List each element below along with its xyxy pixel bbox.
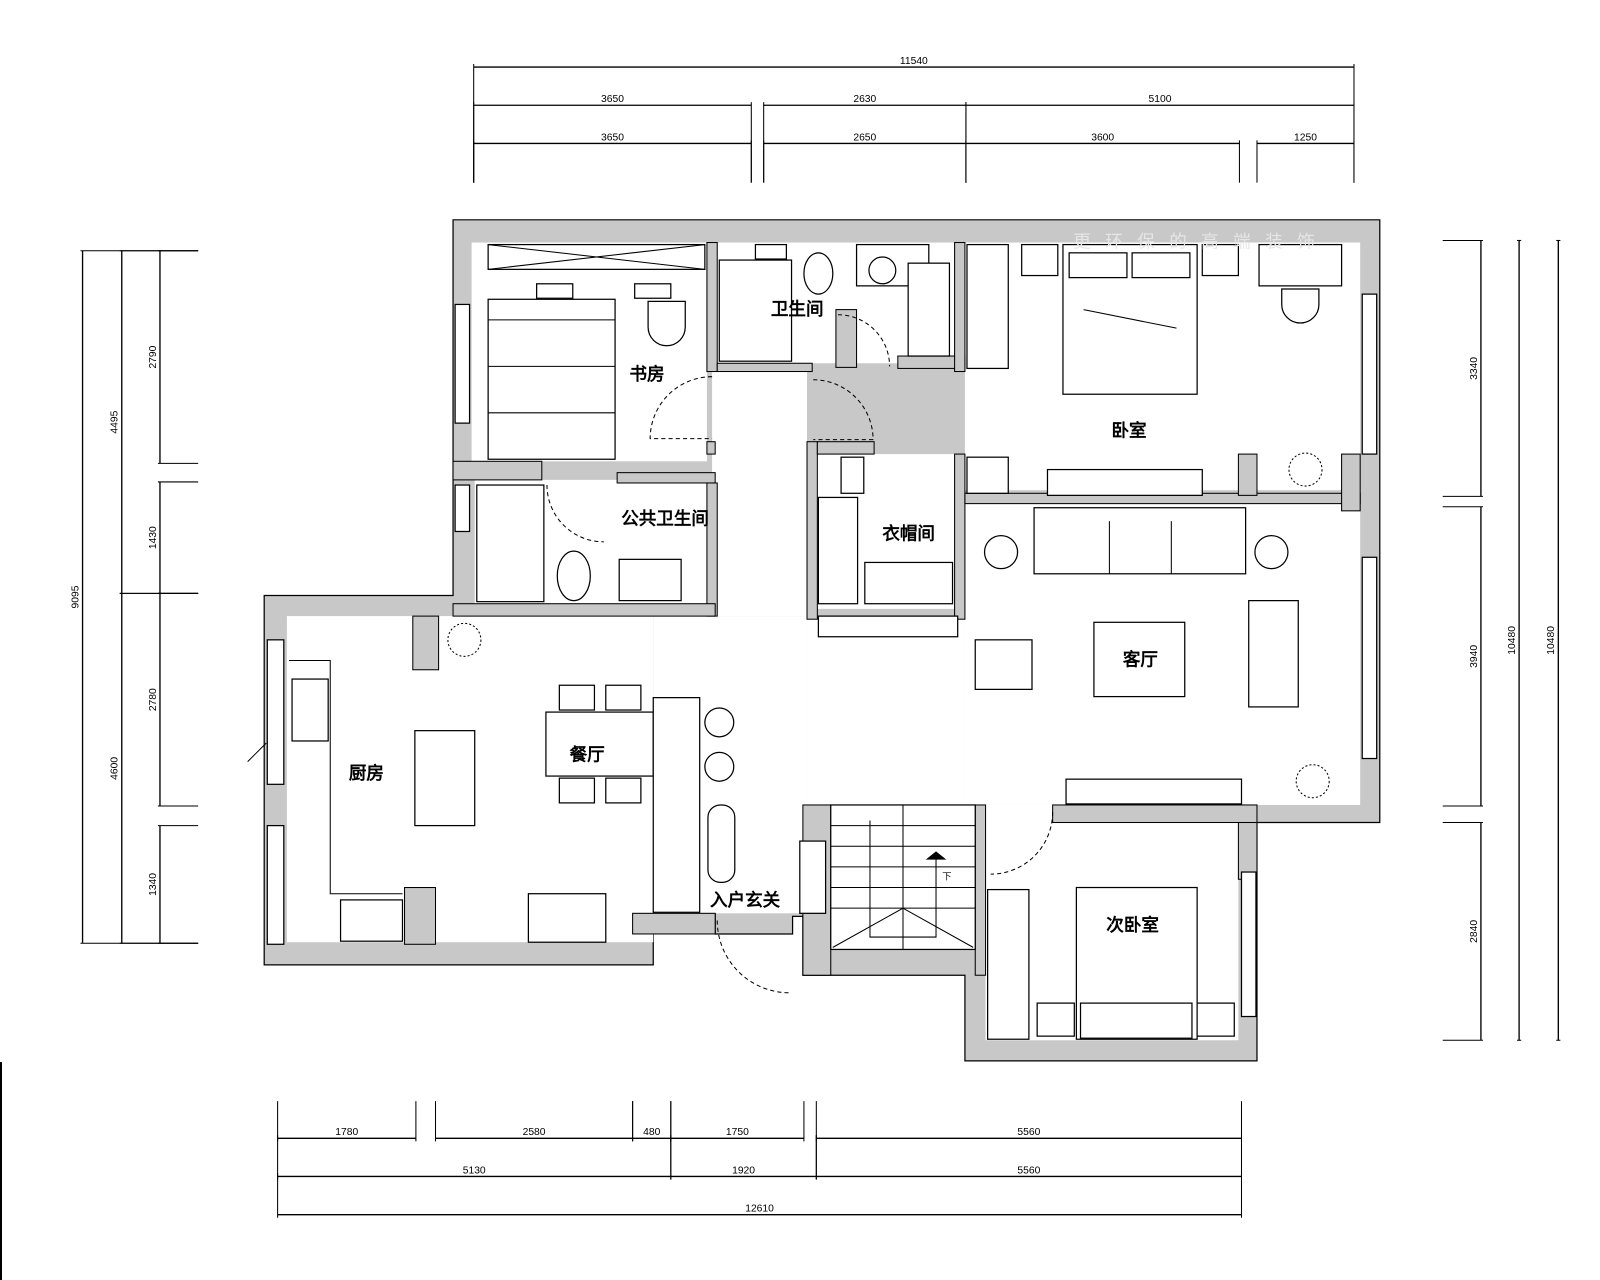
room-label-entrance: 入户玄关 — [710, 890, 781, 911]
dimension-value: 1340 — [148, 873, 159, 896]
cloakroom-furniture — [817, 456, 959, 638]
windows — [266, 293, 1378, 1018]
room-label-living-room: 客厅 — [1122, 650, 1159, 671]
dimension-value: 2790 — [148, 345, 159, 368]
study-furniture — [487, 243, 706, 460]
dimension-value: 4600 — [110, 757, 121, 780]
dimension-value: 10480 — [1546, 626, 1557, 655]
master-bedroom-furniture — [966, 243, 1343, 496]
room-label-study: 书房 — [630, 364, 665, 385]
dimension-value: 2580 — [523, 1127, 546, 1138]
room-label-public-bathroom: 公共卫生间 — [621, 508, 709, 529]
dimension-value: 2840 — [1469, 920, 1480, 943]
dimension-value: 480 — [643, 1127, 660, 1138]
dimension-value: 5560 — [1017, 1127, 1040, 1138]
room-label-dining-room: 餐厅 — [570, 745, 606, 766]
dimension-value: 2630 — [853, 94, 876, 105]
living-room-furniture — [974, 507, 1299, 805]
dimension-value: 4495 — [110, 410, 121, 433]
dimension-value: 3650 — [601, 132, 624, 143]
dimension-value: 11540 — [900, 56, 928, 67]
room-label-cloakroom: 衣帽间 — [882, 524, 935, 545]
bathroom-fixtures — [718, 243, 951, 362]
dimension-lines: 11540 3650 2630 5100 3650 2650 3600 1250 9095 449… — [70, 56, 1561, 1218]
plant-icons — [447, 452, 1330, 799]
dimension-value: 2650 — [853, 132, 876, 143]
dimension-value: 3650 — [601, 94, 624, 105]
dimension-value: 10480 — [1507, 626, 1518, 655]
staircase: 下 — [830, 804, 976, 951]
dimension-value: 1750 — [726, 1127, 749, 1138]
watermark: 更环保的高端装饰 — [1073, 233, 1329, 253]
dimension-value: 1780 — [335, 1127, 358, 1138]
dimension-value: 12610 — [745, 1204, 774, 1215]
public-bathroom-fixtures — [476, 484, 682, 603]
stair-arrow-icon — [925, 851, 947, 860]
dimension-value: 1250 — [1294, 132, 1317, 143]
dimension-value: 5100 — [1148, 94, 1171, 105]
stair-direction-label: 下 — [942, 871, 951, 882]
dimension-value: 5130 — [463, 1165, 486, 1176]
dimension-value: 3940 — [1469, 645, 1480, 668]
second-bedroom-furniture — [987, 886, 1235, 1040]
room-label-bathroom: 卫生间 — [771, 299, 824, 320]
dimension-value: 3600 — [1091, 132, 1114, 143]
dimension-value: 3340 — [1469, 357, 1480, 380]
dimension-value: 5560 — [1017, 1165, 1040, 1176]
dimension-value: 9095 — [70, 585, 81, 608]
room-label-second-bedroom: 次卧室 — [1106, 915, 1159, 936]
dimension-value: 1920 — [732, 1165, 755, 1176]
dimension-value: 1430 — [148, 526, 159, 549]
door-swings — [247, 314, 1054, 994]
dimension-value: 2780 — [148, 688, 159, 711]
room-label-master-bedroom: 卧室 — [1111, 421, 1146, 442]
room-label-kitchen: 厨房 — [349, 763, 384, 784]
kitchen-dining-furniture — [288, 659, 827, 943]
